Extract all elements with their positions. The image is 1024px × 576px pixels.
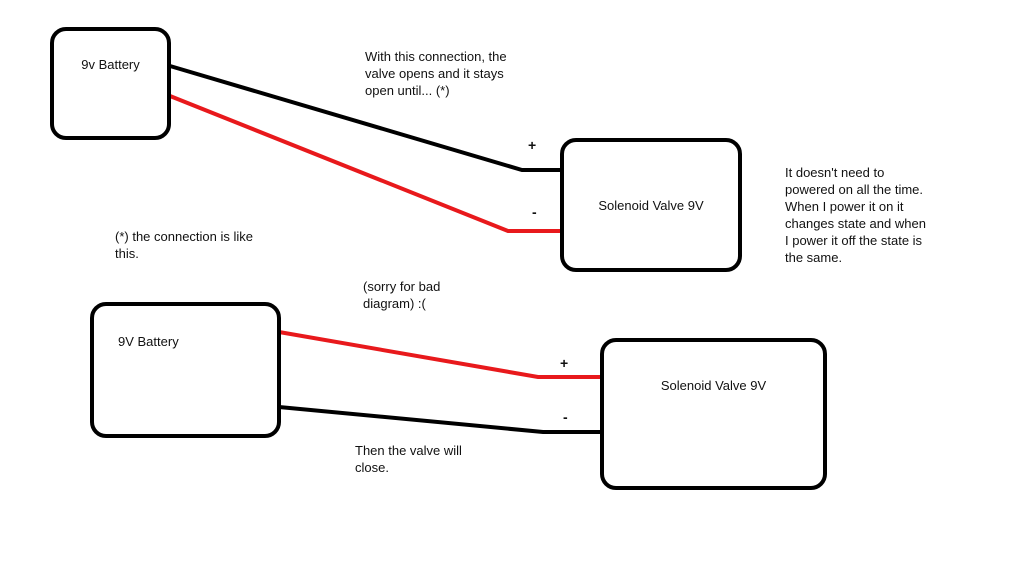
plus-terminal-bottom: + [560, 355, 569, 371]
valve-label-bottom: Solenoid Valve 9V [660, 378, 767, 393]
battery-label-bottom: 9V Battery [118, 334, 179, 349]
plus-terminal-top: + [528, 137, 537, 153]
solenoid-valve-box-bottom: Solenoid Valve 9V [600, 338, 827, 490]
solenoid-valve-box-top: Solenoid Valve 9V [560, 138, 742, 272]
minus-terminal-top: - [532, 204, 537, 220]
battery-box-bottom: 9V Battery [90, 302, 281, 438]
valve-label-top: Solenoid Valve 9V [598, 197, 704, 213]
bottom-red-wire [278, 330, 601, 379]
minus-terminal-bottom: - [563, 409, 568, 425]
annotation-top-connection: With this connection, the valve opens an… [365, 49, 507, 98]
bottom-black-wire [278, 405, 601, 434]
note-right-explanation: It doesn't need to powered on all the ti… [785, 165, 926, 265]
battery-box-top: 9v Battery [50, 27, 171, 140]
battery-label-top: 9v Battery [81, 57, 140, 72]
top-red-wire [169, 94, 561, 233]
note-connection-like-this: (*) the connection is like this. [115, 229, 254, 261]
note-valve-will-close: Then the valve will close. [355, 443, 462, 475]
note-sorry-bad-diagram: (sorry for bad diagram) :( [363, 279, 441, 311]
